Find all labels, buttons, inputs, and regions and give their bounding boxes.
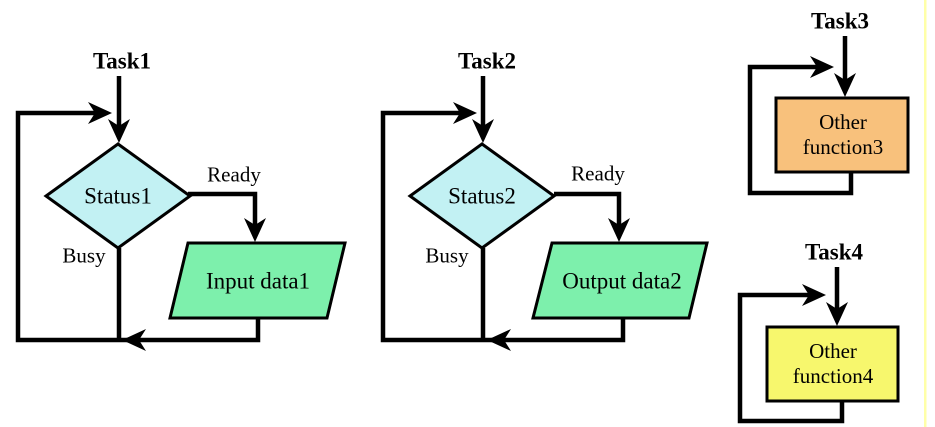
task2-title: Task2 bbox=[458, 48, 516, 74]
task1-busy-label: Busy bbox=[62, 243, 106, 268]
task3-loop-line bbox=[747, 64, 854, 196]
task2-io-label: Output data2 bbox=[562, 268, 682, 294]
task2-loop-bottom-arrowhead bbox=[487, 329, 511, 351]
task1-loop-line bbox=[15, 110, 261, 343]
task1-io-label: Input data1 bbox=[205, 268, 311, 294]
task4-loop-line bbox=[737, 292, 845, 424]
task1-decision-diamond bbox=[43, 142, 193, 250]
task4-function-box bbox=[765, 325, 900, 403]
task4-function-label-line1: Other bbox=[809, 339, 857, 363]
task2-ready-label: Ready bbox=[571, 161, 625, 186]
task4-title: Task4 bbox=[805, 239, 863, 265]
task2-entry-arrowhead bbox=[472, 119, 494, 143]
task1-loop-bottom-arrowhead bbox=[122, 329, 146, 351]
task2-decision-diamond bbox=[407, 142, 557, 250]
task1-loop-top-arrowhead bbox=[88, 102, 112, 124]
task3-function-label: Other function3 bbox=[803, 110, 883, 160]
page-accent-line bbox=[924, 0, 927, 427]
task1-io-parallelogram bbox=[168, 241, 347, 320]
task4-entry-arrowhead bbox=[826, 302, 848, 326]
task2-ready-arrowhead bbox=[608, 218, 630, 242]
task3-function-label-line1: Other bbox=[819, 110, 867, 134]
task1-ready-label: Ready bbox=[207, 162, 261, 187]
task3-function-label-line2: function3 bbox=[802, 135, 884, 159]
task3-title: Task3 bbox=[811, 8, 869, 34]
task1-decision-label: Status1 bbox=[84, 183, 152, 209]
task3-entry-arrowhead bbox=[834, 73, 856, 97]
task2-loop-line bbox=[380, 110, 626, 343]
task2-loop-top-arrowhead bbox=[453, 102, 477, 124]
task4-function-label-line2: function4 bbox=[792, 364, 874, 388]
task2-decision-label: Status2 bbox=[448, 183, 516, 209]
task2-busy-label: Busy bbox=[425, 243, 469, 268]
task3-function-box bbox=[774, 96, 910, 174]
task2-ready-line bbox=[554, 191, 622, 228]
task4-loop-arrowhead bbox=[802, 284, 826, 306]
task1-ready-arrowhead bbox=[244, 218, 266, 242]
task1-ready-line bbox=[188, 191, 258, 228]
task3-loop-arrowhead bbox=[810, 56, 834, 78]
task2-io-parallelogram bbox=[531, 241, 709, 320]
task4-function-label: Other function4 bbox=[793, 339, 873, 389]
task1-title: Task1 bbox=[93, 48, 151, 74]
task1-entry-arrowhead bbox=[108, 119, 130, 143]
